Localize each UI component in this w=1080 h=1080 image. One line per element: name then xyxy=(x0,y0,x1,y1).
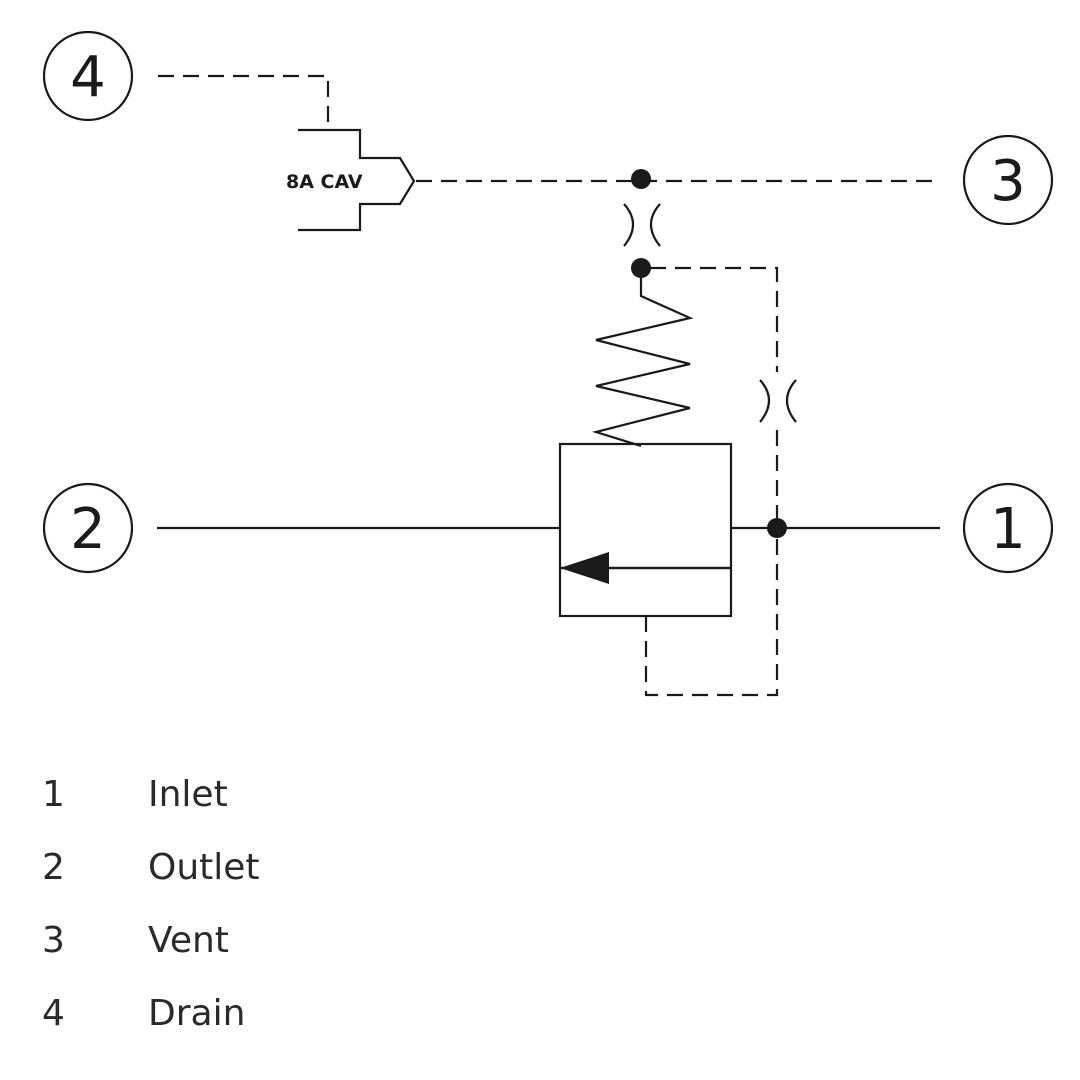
cavity-label: 8A CAV xyxy=(286,171,363,193)
flow-arrow-head xyxy=(560,552,609,584)
cavity-symbol: 8A CAV xyxy=(286,128,416,232)
port-1-circle xyxy=(962,482,1054,574)
junction-dot-vent xyxy=(631,169,651,189)
legend-number: 1 xyxy=(42,774,65,815)
valve-body xyxy=(558,442,733,618)
legend-number: 3 xyxy=(42,920,65,961)
pilot-line-bottom xyxy=(644,536,779,697)
legend-row: 4 Drain xyxy=(42,977,260,1050)
legend-number: 2 xyxy=(42,847,65,888)
port-4-circle xyxy=(42,30,134,122)
port-3-number: 3 xyxy=(990,149,1026,214)
orifice-right xyxy=(759,379,797,423)
junction-dot-inlet xyxy=(767,518,787,538)
legend-label: Vent xyxy=(148,920,229,961)
port-3-circle xyxy=(962,134,1054,226)
legend-number: 4 xyxy=(42,993,65,1034)
cavity-outline xyxy=(298,128,416,232)
legend-row: 3 Vent xyxy=(42,904,260,977)
legend-row: 1 Inlet xyxy=(42,758,260,831)
port-1-number: 1 xyxy=(990,497,1026,562)
port-legend: 1 Inlet 2 Outlet 3 Vent 4 Drain xyxy=(42,758,260,1050)
port-2-number: 2 xyxy=(70,497,106,562)
port-4: 4 xyxy=(42,30,134,122)
drain-pilot-line xyxy=(158,74,330,130)
spring xyxy=(591,268,694,448)
orifice-upper xyxy=(623,203,661,247)
legend-label: Outlet xyxy=(148,847,260,888)
legend-label: Drain xyxy=(148,993,246,1034)
hydraulic-schematic: 4 3 2 1 8A CAV xyxy=(42,30,1054,697)
legend-row: 2 Outlet xyxy=(42,831,260,904)
orifice-upper-left-arc xyxy=(623,203,635,247)
port-4-number: 4 xyxy=(70,45,106,110)
valve-upper-envelope xyxy=(558,442,733,618)
orifice-upper-right-arc xyxy=(649,203,661,247)
port-1: 1 xyxy=(962,482,1054,574)
port-2-circle xyxy=(42,482,134,574)
orifice-right-left-arc xyxy=(759,379,771,423)
pilot-line-right-upper xyxy=(650,266,779,372)
orifice-right-right-arc xyxy=(785,379,797,423)
port-3: 3 xyxy=(962,134,1054,226)
legend-label: Inlet xyxy=(148,774,228,815)
port-2: 2 xyxy=(42,482,134,574)
